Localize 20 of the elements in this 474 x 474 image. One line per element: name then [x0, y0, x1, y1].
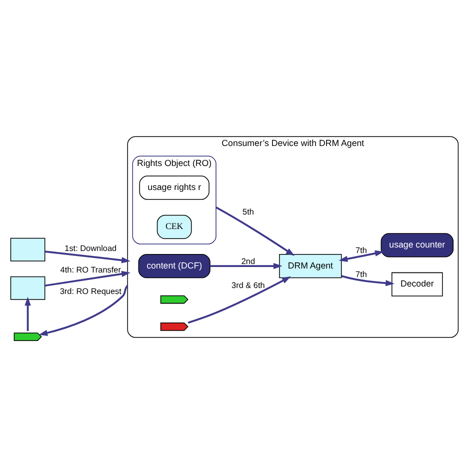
arrow [216, 206, 295, 256]
node-box [10, 276, 46, 300]
node-key [160, 322, 188, 331]
arrow [44, 250, 130, 264]
node-key [14, 332, 42, 341]
node-box: usage rights r [139, 176, 210, 200]
arrow [38, 285, 128, 336]
arrow [188, 276, 291, 324]
arrow [341, 275, 394, 286]
node-box: content (DCF) [138, 254, 210, 278]
arrow [338, 250, 384, 262]
node-box: usage counter [380, 233, 454, 258]
node-key [160, 295, 188, 304]
arrow [210, 262, 282, 270]
node-box: Decoder [392, 272, 443, 296]
node-box [10, 238, 46, 262]
node-box: DRM Agent [279, 254, 342, 278]
node-box: CEK [156, 214, 192, 239]
arrow [24, 296, 31, 332]
arrow [44, 270, 130, 287]
